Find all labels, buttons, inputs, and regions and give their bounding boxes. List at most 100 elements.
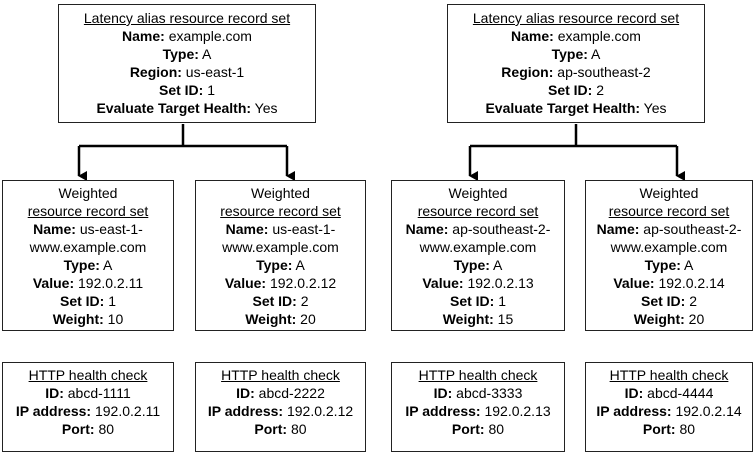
field-label: Set ID: bbox=[449, 293, 495, 309]
field-value: ap-southeast-2 bbox=[553, 64, 651, 80]
latency-title: Latency alias resource record set bbox=[472, 10, 680, 26]
health-check-title: HTTP health check bbox=[221, 367, 340, 383]
name-value-cont: www.example.com bbox=[29, 239, 147, 255]
field-label: Weight: bbox=[442, 311, 494, 327]
name-value: ap-southeast-2- bbox=[448, 221, 551, 237]
field-value: 15 bbox=[493, 311, 514, 327]
field-label: Set ID: bbox=[59, 293, 105, 309]
weighted-title-line2: resource record set bbox=[220, 203, 341, 219]
field-value: example.com bbox=[553, 28, 641, 44]
name-value: us-east-1- bbox=[268, 221, 336, 237]
field-value: A bbox=[99, 257, 113, 273]
name-label: Name: bbox=[596, 221, 640, 237]
field-value: 10 bbox=[103, 311, 124, 327]
field-label: Port: bbox=[642, 421, 676, 437]
weighted-record-box-2: Weighted resource record set Name: us-ea… bbox=[195, 180, 366, 331]
field-value: 192.0.2.14 bbox=[654, 275, 725, 291]
health-check-box-4: HTTP health check ID: abcd-4444 IP addre… bbox=[585, 362, 753, 452]
field-value: A bbox=[587, 46, 601, 62]
field-label: IP address: bbox=[207, 403, 284, 419]
field-label: Region: bbox=[129, 64, 182, 80]
field-label: Weight: bbox=[245, 311, 297, 327]
weighted-title-line2: resource record set bbox=[417, 203, 539, 219]
field-value: 2 bbox=[685, 293, 698, 309]
field-label: Set ID: bbox=[547, 82, 593, 98]
weighted-record-box-4: Weighted resource record set Name: ap-so… bbox=[585, 180, 753, 331]
field-label: Port: bbox=[61, 421, 95, 437]
field-label: Name: bbox=[122, 28, 165, 44]
field-label: Name: bbox=[511, 28, 554, 44]
field-value: 20 bbox=[684, 311, 705, 327]
field-value: A bbox=[198, 46, 212, 62]
field-label: Port: bbox=[451, 421, 485, 437]
weighted-title-line1: Weighted bbox=[251, 185, 310, 201]
field-value: 2 bbox=[296, 293, 309, 309]
field-label: Set ID: bbox=[158, 82, 204, 98]
name-label: Name: bbox=[33, 221, 76, 237]
name-value: ap-southeast-2- bbox=[639, 221, 742, 237]
field-value: abcd-2222 bbox=[254, 385, 325, 401]
field-label: IP address: bbox=[596, 403, 672, 419]
field-label: Evaluate Target Health: bbox=[485, 100, 641, 116]
field-label: Type: bbox=[162, 46, 199, 62]
field-label: ID: bbox=[433, 385, 453, 401]
field-value: example.com bbox=[164, 28, 252, 44]
field-label: IP address: bbox=[405, 403, 481, 419]
field-label: Type: bbox=[256, 257, 293, 273]
field-label: Type: bbox=[644, 257, 681, 273]
field-label: Value: bbox=[32, 275, 75, 291]
health-check-box-3: HTTP health check ID: abcd-3333 IP addre… bbox=[391, 362, 565, 452]
field-value: 1 bbox=[203, 82, 216, 98]
field-label: Weight: bbox=[52, 311, 104, 327]
field-value: abcd-3333 bbox=[452, 385, 523, 401]
name-value-cont: www.example.com bbox=[610, 239, 728, 255]
field-label: ID: bbox=[45, 385, 64, 401]
field-label: Type: bbox=[551, 46, 588, 62]
field-label: Value: bbox=[613, 275, 655, 291]
field-label: Value: bbox=[224, 275, 267, 291]
weighted-title-line1: Weighted bbox=[448, 185, 508, 201]
field-value: us-east-1 bbox=[181, 64, 245, 80]
field-value: 192.0.2.13 bbox=[480, 403, 551, 419]
health-check-box-2: HTTP health check ID: abcd-2222 IP addre… bbox=[195, 362, 366, 452]
weighted-record-box-3: Weighted resource record set Name: ap-so… bbox=[391, 180, 565, 331]
field-label: ID: bbox=[236, 385, 255, 401]
field-value: 80 bbox=[484, 421, 505, 437]
weighted-title-line1: Weighted bbox=[58, 185, 118, 201]
weighted-title-line2: resource record set bbox=[608, 203, 730, 219]
name-label: Name: bbox=[405, 221, 449, 237]
field-value: 192.0.2.13 bbox=[463, 275, 534, 291]
field-value: 1 bbox=[494, 293, 507, 309]
weighted-title-line1: Weighted bbox=[639, 185, 699, 201]
field-value: Yes bbox=[640, 100, 667, 116]
field-value: 192.0.2.12 bbox=[266, 275, 337, 291]
field-value: 20 bbox=[296, 311, 316, 327]
health-check-box-1: HTTP health check ID: abcd-1111 IP addre… bbox=[2, 362, 174, 452]
latency-record-box-2: Latency alias resource record set Name: … bbox=[447, 4, 705, 123]
field-label: Set ID: bbox=[252, 293, 297, 309]
field-value: 2 bbox=[592, 82, 605, 98]
field-value: abcd-1111 bbox=[63, 385, 131, 401]
field-value: abcd-4444 bbox=[643, 385, 714, 401]
name-value: us-east-1- bbox=[75, 221, 143, 237]
weighted-title-line2: resource record set bbox=[27, 203, 149, 219]
field-label: Weight: bbox=[633, 311, 685, 327]
health-check-title: HTTP health check bbox=[609, 367, 729, 383]
health-check-title: HTTP health check bbox=[28, 367, 148, 383]
field-value: 192.0.2.11 bbox=[74, 275, 144, 291]
field-label: IP address: bbox=[15, 403, 92, 419]
latency-title: Latency alias resource record set bbox=[83, 10, 291, 26]
field-label: ID: bbox=[624, 385, 644, 401]
field-value: A bbox=[292, 257, 305, 273]
field-label: Port: bbox=[254, 421, 288, 437]
field-value: 192.0.2.14 bbox=[671, 403, 742, 419]
field-value: 192.0.2.11 bbox=[91, 403, 161, 419]
name-value-cont: www.example.com bbox=[222, 239, 339, 255]
field-value: 192.0.2.12 bbox=[283, 403, 354, 419]
field-label: Set ID: bbox=[640, 293, 686, 309]
name-label: Name: bbox=[225, 221, 269, 237]
field-label: Evaluate Target Health: bbox=[96, 100, 252, 116]
field-value: 1 bbox=[104, 293, 117, 309]
